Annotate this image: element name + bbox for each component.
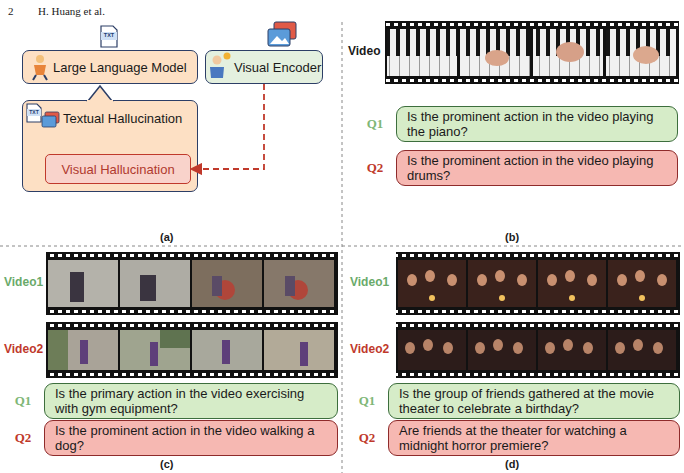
box-label: Large Language Model xyxy=(53,60,187,75)
question-panel: Is the prominent action in the video pla… xyxy=(396,150,678,186)
person-icon xyxy=(33,55,47,80)
hallucination-bubble: Textual HallucinationVisual Hallucinatio… xyxy=(22,100,198,192)
figure-label: Video1 xyxy=(350,276,389,290)
question-tag: Q2 xyxy=(6,430,40,446)
question-panel: Is the group of friends gathered at the … xyxy=(388,383,680,419)
image-icon xyxy=(42,112,59,127)
question-box: Q1 Is the primary action in the video exe… xyxy=(6,383,338,419)
question-text: Is the prominent action in the video wal… xyxy=(55,423,327,453)
figure-label: (c) xyxy=(160,458,173,471)
question-text: Is the primary action in the video exerc… xyxy=(55,386,327,416)
question-tag: Q2 xyxy=(350,430,384,446)
text-file-icon xyxy=(27,104,41,122)
film-strip xyxy=(396,252,680,315)
box-label: Textual Hallucination xyxy=(63,111,191,126)
text-file-icon xyxy=(101,26,117,47)
panel-divider xyxy=(342,22,343,473)
film-strip xyxy=(46,252,338,315)
dashed-arrow xyxy=(191,84,264,169)
box-label: Visual Encoder xyxy=(234,60,321,75)
film-strip xyxy=(385,21,679,84)
question-tag: Q1 xyxy=(358,116,392,132)
question-box: Q1 Is the prominent action in the video p… xyxy=(358,106,678,142)
icon-tag: TXT xyxy=(27,110,41,115)
question-panel: Is the prominent action in the video pla… xyxy=(396,106,678,142)
image-icon xyxy=(268,22,296,46)
figure-label: Video1 xyxy=(4,276,43,290)
question-panel: Are friends at the theater for watching … xyxy=(388,420,680,456)
question-box: Q2 Are friends at the theater for watchin… xyxy=(350,420,680,456)
question-tag: Q1 xyxy=(350,393,384,409)
figure-label: Video2 xyxy=(350,343,389,357)
encoder-box: Visual Encoder xyxy=(205,50,323,84)
hallucination-box: Visual Hallucination xyxy=(45,154,191,184)
person-icon xyxy=(210,53,231,79)
question-panel: Is the primary action in the video exerc… xyxy=(44,383,338,419)
question-box: Q2 Is the prominent action in the video p… xyxy=(358,150,678,186)
figure-label: Video2 xyxy=(4,343,43,357)
figure-label: (b) xyxy=(505,231,519,244)
question-text: Is the prominent action in the video pla… xyxy=(407,109,667,139)
icon-tag: TXT xyxy=(101,33,117,39)
question-text: Are friends at the theater for watching … xyxy=(399,423,669,453)
question-tag: Q1 xyxy=(6,393,40,409)
question-text: Is the group of friends gathered at the … xyxy=(399,386,669,416)
film-strip xyxy=(46,322,338,378)
box-label: Visual Hallucination xyxy=(61,162,174,177)
question-box: Q2 Is the prominent action in the video w… xyxy=(6,420,338,456)
panel-divider xyxy=(0,246,684,247)
question-box: Q1 Is the group of friends gathered at th… xyxy=(350,383,680,419)
figure-label: Video xyxy=(348,45,380,59)
question-panel: Is the prominent action in the video wal… xyxy=(44,420,338,456)
question-tag: Q2 xyxy=(358,160,392,176)
film-strip xyxy=(396,322,680,378)
model-box: Large Language Model xyxy=(22,50,198,84)
figure-label: 2 xyxy=(8,5,14,18)
figure-label: (a) xyxy=(160,231,173,244)
question-text: Is the prominent action in the video pla… xyxy=(407,153,667,183)
figure-label: H. Huang et al. xyxy=(38,5,105,18)
figure-label: (d) xyxy=(505,458,519,471)
bubble-pointer xyxy=(88,86,112,101)
